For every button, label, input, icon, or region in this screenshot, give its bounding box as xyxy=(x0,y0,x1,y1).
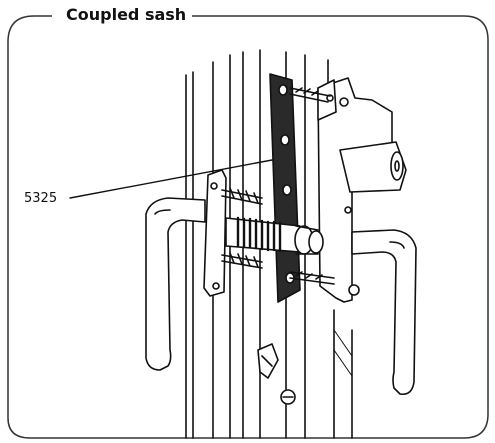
left-handle xyxy=(145,197,206,371)
left-escutcheon xyxy=(203,169,227,297)
callout-label-5325: 5325 xyxy=(24,191,58,206)
left-screws xyxy=(221,187,263,269)
spacer-plate xyxy=(269,73,301,303)
bottom-screws xyxy=(289,271,335,285)
lock-body xyxy=(317,77,407,303)
hatch-lines xyxy=(333,329,353,377)
figure-title: Coupled sash xyxy=(60,5,193,25)
right-handle xyxy=(351,229,417,396)
frame-border xyxy=(7,15,489,439)
callout-leader xyxy=(69,159,273,199)
spindle-spring xyxy=(225,216,324,255)
top-screws xyxy=(289,87,331,103)
bottom-catch xyxy=(257,343,296,405)
